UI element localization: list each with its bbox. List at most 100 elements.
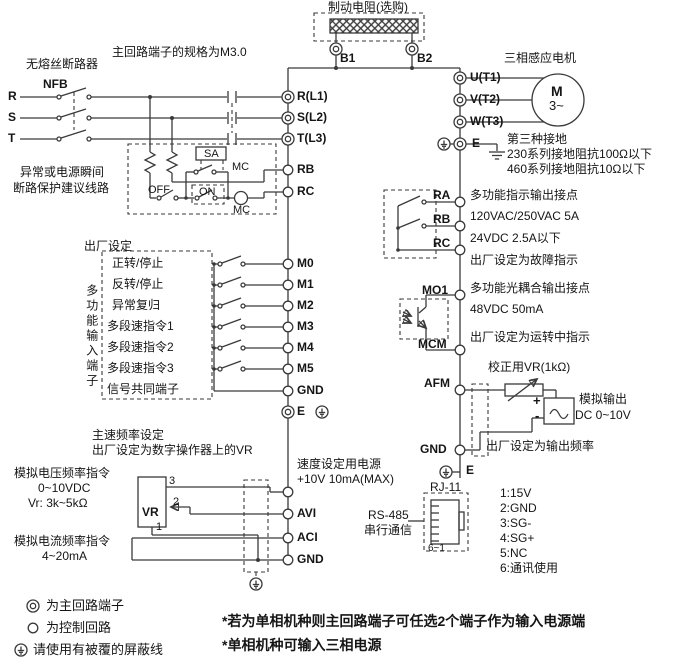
digital-input-switches <box>101 250 329 419</box>
relay-note-line1: 多功能指示输出接点 <box>470 188 579 202</box>
photocoupler-note-line3: 出厂设定为运转中指示 <box>470 330 591 344</box>
analog-voltage-line1: 模拟电压频率指令 <box>14 466 111 480</box>
terminal-mcm-label: MCM <box>418 337 447 351</box>
terminal-u-label: U(T1) <box>470 70 501 84</box>
rj11-pins-range: 6~1 <box>428 543 445 554</box>
terminal-b2-label: B2 <box>417 51 433 65</box>
main-bus-lines <box>287 67 461 562</box>
terminal-m5-label: M5 <box>297 361 314 375</box>
terminal-m2-label: M2 <box>297 298 314 312</box>
brake-resistor-title: 制动电阻(选购) <box>328 0 408 14</box>
motor-circuit <box>437 73 585 160</box>
input-func-reset: 异常复归 <box>112 298 161 312</box>
legend-control-circuit: 为控制回路 <box>46 620 112 635</box>
input-func-speed1: 多段速指令1 <box>107 319 174 333</box>
phase-r-label: R <box>8 89 17 103</box>
terminal-circles <box>281 42 467 566</box>
legend-shield: 请使用有被覆的屏蔽线 <box>33 642 164 657</box>
on-button-label: ON <box>199 186 216 198</box>
phase-s-label: S <box>8 110 17 124</box>
input-func-speed3: 多段速指令3 <box>107 361 174 375</box>
analog-output-line2: DC 0~10V <box>575 408 631 422</box>
multi-function-input-label: 多功能输入端子 <box>84 284 99 389</box>
terminal-e-right-label: E <box>472 136 481 150</box>
footnote-2: *单相机种可输入三相电源 <box>222 637 382 653</box>
terminal-gnd-label: GND <box>297 383 324 397</box>
analog-input-circuit <box>131 476 283 591</box>
factory-setting-label: 出厂设定 <box>84 239 133 253</box>
rj11-pin5: 5:NC <box>500 546 528 560</box>
photocoupler-circuit <box>399 294 455 351</box>
rj11-connector <box>408 492 469 552</box>
output-freq-note: 出厂设定为输出频率 <box>486 439 595 453</box>
terminal-w-label: W(T3) <box>470 114 504 128</box>
meter-plus-label: + <box>533 393 541 408</box>
off-button-label: OFF <box>148 184 170 196</box>
sa-label: SA <box>204 148 219 160</box>
vr-pin1-label: 1 <box>156 521 163 533</box>
terminal-t-l3-label: T(L3) <box>297 131 327 145</box>
breaker-title: 无熔丝断路器 <box>26 57 99 71</box>
input-func-reverse: 反转/停止 <box>112 277 164 291</box>
input-func-common: 信号共同端子 <box>107 382 180 396</box>
protection-note-line2: 断路保护建议线路 <box>13 181 110 195</box>
vr-box-label: VR <box>142 505 159 519</box>
analog-voltage-line2: 0~10VDC <box>38 481 91 495</box>
rs485-name: RS-485 <box>368 508 409 522</box>
rj11-pin2: 2:GND <box>500 501 537 515</box>
phase-t-label: T <box>8 131 16 145</box>
rj11-title: RJ-11 <box>430 480 462 494</box>
brake-resistor-circuit <box>313 12 425 70</box>
main-freq-line2: 出厂设定为数字操作器上的VR <box>92 443 253 457</box>
terminal-s-l2-label: S(L2) <box>297 110 327 124</box>
legend-symbols <box>14 599 40 657</box>
input-func-forward: 正转/停止 <box>112 256 164 270</box>
photocoupler-note-line2: 48VDC 50mA <box>470 302 544 316</box>
relay-output-circuit <box>383 189 455 259</box>
terminal-avi-label: AVI <box>297 506 317 520</box>
terminal-rb2-label: RB <box>433 212 451 226</box>
relay-note-line4: 出厂设定为故障指示 <box>470 253 579 267</box>
terminal-m3-label: M3 <box>297 319 314 333</box>
protection-circuit <box>127 95 283 215</box>
terminal-m1-label: M1 <box>297 277 314 291</box>
terminal-rc-label: RC <box>297 184 315 198</box>
speed-power-line1: 速度设定用电源 <box>297 457 382 471</box>
rs485-name2: 串行通信 <box>364 523 413 537</box>
rj11-pin6: 6:通讯使用 <box>500 561 559 575</box>
rj11-pin1: 1:15V <box>500 486 532 500</box>
rj11-pin4: 4:SG+ <box>500 531 535 545</box>
motor-title: 三相感应电机 <box>504 51 577 65</box>
motor-phase-label: 3~ <box>549 98 564 113</box>
motor-m-label: M <box>551 83 563 99</box>
terminal-m0-label: M0 <box>297 256 314 270</box>
analog-voltage-line3: Vr: 3k~5kΩ <box>28 496 88 510</box>
terminal-rb-label: RB <box>297 162 315 176</box>
analog-current-line1: 模拟电流频率指令 <box>14 534 111 548</box>
ground-note-line1: 第三种接地 <box>507 132 568 146</box>
terminal-aci-label: ACI <box>297 530 318 544</box>
terminal-afm-label: AFM <box>424 376 450 390</box>
ground-note-line2: 230系列接地阻抗100Ω以下 <box>507 147 653 161</box>
terminal-gnd3-label: GND <box>420 442 447 456</box>
vr-pin2-label: 2 <box>173 496 180 508</box>
mc-coil-label: MC <box>233 204 251 216</box>
terminal-e2-label: E <box>466 463 475 477</box>
nfb-label: NFB <box>43 77 68 91</box>
terminal-spec-note: 主回路端子的规格为M3.0 <box>112 45 247 59</box>
protection-note-line1: 异常或电源瞬间 <box>20 165 105 179</box>
terminal-b1-label: B1 <box>340 51 356 65</box>
analog-output-circuit <box>439 379 575 479</box>
terminal-ra-label: RA <box>433 188 451 202</box>
terminal-e-left-label: E <box>297 404 306 418</box>
meter-minus-label: - <box>535 408 540 423</box>
terminal-v-label: V(T2) <box>470 92 500 106</box>
analog-current-line2: 4~20mA <box>42 549 88 563</box>
rj11-pin3: 3:SG- <box>500 516 532 530</box>
relay-note-line2: 120VAC/250VAC 5A <box>470 209 579 223</box>
speed-power-line2: +10V 10mA(MAX) <box>297 472 395 486</box>
terminal-m4-label: M4 <box>297 340 314 354</box>
nfb-breaker <box>20 87 282 145</box>
relay-note-line3: 24VDC 2.5A以下 <box>470 231 561 245</box>
